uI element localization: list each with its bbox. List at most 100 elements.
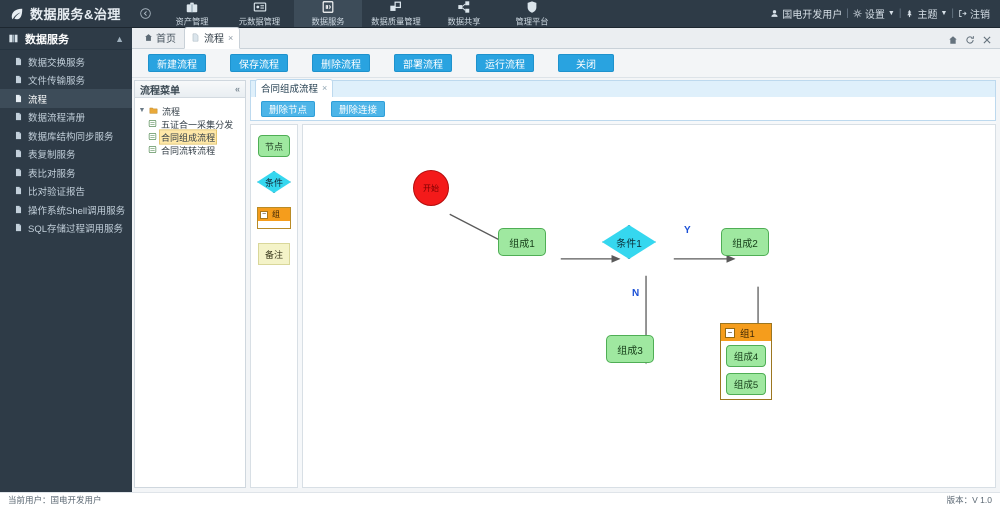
sidebar-item-table-copy[interactable]: 表复制服务 <box>0 145 132 164</box>
palette-item-note[interactable]: 备注 <box>258 243 290 265</box>
collapse-left-icon[interactable] <box>132 0 158 27</box>
editor-tab-contract-compose[interactable]: 合同组成流程 × <box>255 79 334 98</box>
collapse-panel-icon[interactable]: « <box>234 84 240 94</box>
flow-node-compose2[interactable]: 组成2 <box>721 228 769 256</box>
tab-tools <box>948 35 1000 48</box>
footer-current-user: 当前用户：国电开发用户 <box>8 495 102 505</box>
tree-item-contract-transfer[interactable]: 合同流转流程 <box>148 143 242 156</box>
status-bar: 当前用户：国电开发用户 版本：V 1.0 <box>0 492 1000 507</box>
save-flow-button[interactable]: 保存流程 <box>230 54 288 72</box>
sidebar-item-label: 表比对服务 <box>28 168 76 180</box>
minus-icon[interactable]: − <box>260 210 268 219</box>
sidebar-item-label: 操作系统Shell调用服务 <box>28 205 126 217</box>
tab-strip: 首页 流程 × <box>132 27 1000 49</box>
editor-main: 节点 条件 − 组 备注 <box>250 121 996 488</box>
sidebar-item-file-transfer[interactable]: 文件传输服务 <box>0 71 132 90</box>
editor-tab-strip: 合同组成流程 × <box>250 79 996 98</box>
delete-flow-button[interactable]: 删除流程 <box>312 54 370 72</box>
blocks-icon <box>389 0 403 14</box>
sidebar-item-sql-proc-service[interactable]: SQL存储过程调用服务 <box>0 219 132 238</box>
sidebar-item-label: 表复制服务 <box>28 150 76 161</box>
palette-item-node[interactable]: 节点 <box>258 135 290 157</box>
sidebar-item-data-exchange[interactable]: 数据交换服务 <box>0 52 132 71</box>
gear-icon <box>853 9 862 18</box>
footer-version: 版本：V 1.0 <box>946 495 992 505</box>
sidebar-item-db-struct-sync[interactable]: 数据库结构同步服务 <box>0 126 132 145</box>
sidebar-header[interactable]: 数据服务 ▲ <box>0 28 132 50</box>
flow-tree-panel: 流程菜单 « ▼ 流程 五证合一采集分发 <box>134 80 246 488</box>
current-user[interactable]: 国电开发用户 <box>770 6 842 21</box>
chevron-down-icon: ▼ <box>887 10 895 17</box>
flow-canvas[interactable]: 开始 组成1 条件1 组成2 组 <box>302 124 996 488</box>
minus-icon[interactable]: − <box>725 327 735 338</box>
new-flow-button[interactable]: 新建流程 <box>148 54 206 72</box>
chevron-up-icon[interactable]: ▲ <box>115 33 124 44</box>
nav-item-metadata[interactable]: 元数据管理 <box>226 0 294 27</box>
main-navigation: 资产管理 元数据管理 数据服务 数据质量管理 <box>158 0 566 27</box>
sidebar-item-flow-register[interactable]: 数据流程清册 <box>0 108 132 127</box>
top-header: 数据服务&治理 资产管理 元数据管理 数据服务 <box>0 0 1000 28</box>
sidebar-item-flow[interactable]: 流程 <box>0 89 132 108</box>
edge-label-no: N <box>632 288 640 299</box>
file-icon <box>15 168 22 176</box>
close-icon[interactable]: × <box>322 83 328 93</box>
flow-node-compose4[interactable]: 组成4 <box>726 345 766 367</box>
flow-node-group1[interactable]: − 组1 组成4 组成5 <box>720 323 772 400</box>
id-card-icon <box>253 0 267 14</box>
tab-home-label: 首页 <box>156 34 176 45</box>
leaf-icon <box>11 8 23 19</box>
home-icon <box>145 34 152 41</box>
refresh-icon[interactable] <box>965 35 975 45</box>
close-flow-button[interactable]: 关闭 <box>558 54 614 72</box>
close-icon[interactable]: × <box>228 32 234 43</box>
nav-item-data-service[interactable]: 数据服务 <box>294 0 362 27</box>
share-icon <box>457 0 471 14</box>
tree-root-node[interactable]: ▼ 流程 <box>138 104 242 117</box>
sidebar-item-table-compare[interactable]: 表比对服务 <box>0 163 132 182</box>
tab-flow[interactable]: 流程 × <box>184 27 241 49</box>
flow-tree: ▼ 流程 五证合一采集分发 合同组成流程 <box>135 98 245 162</box>
theme-menu[interactable]: 主题 ▼ <box>905 6 947 21</box>
edge-layer <box>449 213 762 365</box>
delete-link-button[interactable]: 删除连接 <box>331 100 386 117</box>
sidebar-item-shell-service[interactable]: 操作系统Shell调用服务 <box>0 200 132 219</box>
flow-node-start[interactable]: 开始 <box>413 170 449 206</box>
nav-item-data-quality[interactable]: 数据质量管理 <box>362 0 430 27</box>
chevron-down-icon[interactable]: ▼ <box>138 107 146 114</box>
nav-item-data-share[interactable]: 数据共享 <box>430 0 498 27</box>
nav-item-admin[interactable]: 管理平台 <box>498 0 566 27</box>
divider: | <box>898 8 902 19</box>
flow-node-compose5[interactable]: 组成5 <box>726 373 766 395</box>
editor-button-bar: 删除节点 删除连接 <box>250 97 996 121</box>
flow-node-compose1[interactable]: 组成1 <box>498 228 546 256</box>
flow-icon <box>148 120 157 127</box>
logout-button[interactable]: 注销 <box>958 6 990 21</box>
delete-node-button[interactable]: 删除节点 <box>261 100 316 117</box>
close-icon[interactable] <box>982 35 992 45</box>
group-body: 组成4 组成5 <box>721 341 771 399</box>
flow-node-compose3[interactable]: 组成3 <box>606 335 654 363</box>
palette-item-condition[interactable]: 条件 <box>257 171 291 193</box>
header-right-tools: 国电开发用户 | 设置 ▼ | 主题 ▼ | 注销 <box>770 0 1000 27</box>
flow-editor-panel: 合同组成流程 × 删除节点 删除连接 节点 条件 <box>250 79 996 488</box>
user-icon <box>771 10 778 17</box>
nav-label: 数据共享 <box>447 17 481 27</box>
file-icon <box>192 33 199 42</box>
settings-menu[interactable]: 设置 ▼ <box>853 6 895 21</box>
deploy-flow-button[interactable]: 部署流程 <box>394 54 452 72</box>
nav-label: 资产管理 <box>175 17 209 27</box>
home-icon[interactable] <box>948 35 958 45</box>
tab-home[interactable]: 首页 <box>138 28 184 48</box>
nav-item-asset[interactable]: 资产管理 <box>158 0 226 27</box>
palette-group-bar: − 组 <box>258 208 290 221</box>
sidebar-item-compare-report[interactable]: 比对验证报告 <box>0 182 132 201</box>
tree-item-wuzhenghyi[interactable]: 五证合一采集分发 <box>148 117 242 130</box>
palette-item-group[interactable]: − 组 <box>257 207 291 229</box>
run-flow-button[interactable]: 运行流程 <box>476 54 534 72</box>
tree-node-label: 合同流转流程 <box>160 145 216 157</box>
nav-label: 数据服务 <box>311 17 345 27</box>
current-user-label: 国电开发用户 <box>782 10 843 21</box>
tree-panel-title: 流程菜单 <box>140 85 180 97</box>
tree-item-contract-compose[interactable]: 合同组成流程 <box>148 128 242 145</box>
